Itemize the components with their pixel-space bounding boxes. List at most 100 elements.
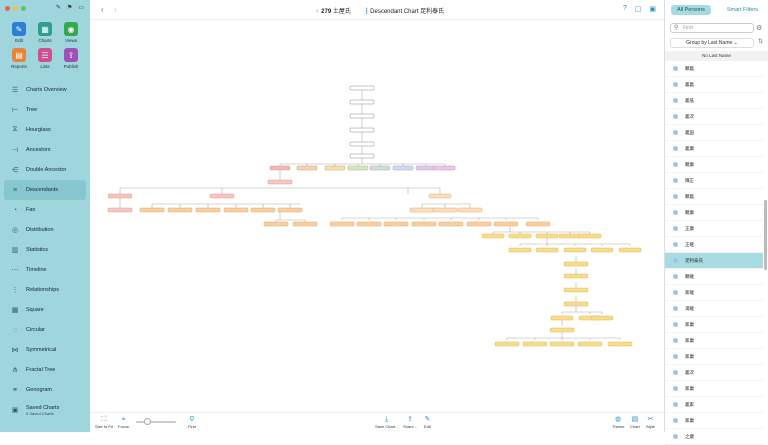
person-box[interactable] [392,165,414,171]
person-box[interactable] [481,233,505,239]
persons-list-scrollbar[interactable] [764,200,767,270]
sidebar-item-double-ancestor[interactable]: ⋲Double Ancestor [4,160,86,180]
person-row[interactable]: 義次 [665,365,763,381]
person-row[interactable]: 家継 [665,285,763,301]
back-button[interactable]: ‹ [101,5,104,14]
person-box[interactable] [329,221,355,227]
tool-views[interactable]: ◉Views [58,22,84,43]
sidebar-right-toggle-button[interactable]: ▣ [649,6,656,13]
person-box[interactable] [466,221,492,227]
person-box[interactable] [508,247,532,253]
person-box[interactable] [349,113,375,119]
gear-icon[interactable]: ⚙ [756,25,763,32]
person-row[interactable]: 義次 [665,109,763,125]
person-box[interactable] [139,207,165,213]
person-box[interactable] [434,165,456,171]
help-button[interactable]: ? [622,5,627,12]
person-box[interactable] [607,341,633,347]
person-box[interactable] [356,221,382,227]
sidebar-item-descendants[interactable]: ≡Descendants [4,180,86,200]
minimize-window-button[interactable] [13,6,18,11]
person-row[interactable]: 輝正 [665,173,763,189]
person-row[interactable]: 家康 [665,413,763,429]
person-row[interactable]: 正康 [665,221,763,237]
person-row[interactable]: 義義 [665,77,763,93]
close-window-button[interactable] [5,6,10,11]
person-row[interactable]: 頼康 [665,157,763,173]
descendant-chart[interactable] [90,20,664,412]
person-row[interactable]: 家康 [665,349,763,365]
zoom-slider-knob[interactable] [144,418,151,425]
person-box[interactable] [209,193,235,199]
person-box[interactable] [277,207,303,213]
person-box[interactable] [428,193,452,199]
person-box[interactable] [409,207,435,213]
sidebar-item-hourglass[interactable]: ⧖Hourglass [4,120,86,140]
chart-canvas[interactable] [90,20,664,412]
person-box[interactable] [590,247,614,253]
person-row[interactable]: 足利泰氏 [665,253,763,269]
person-count[interactable]: ♀ 279 土屋氏 [315,9,351,15]
sidebar-item-relationships[interactable]: ⋮Relationships [4,280,86,300]
sidebar-item-ancestors[interactable]: ⊣Ancestors [4,140,86,160]
person-box[interactable] [590,315,614,321]
person-box[interactable] [508,233,532,239]
person-box[interactable] [324,165,346,171]
zoom-slider[interactable] [136,418,176,425]
person-box[interactable] [296,165,318,171]
chart-settings-button[interactable]: ▤ Chart [630,415,640,429]
tool-reports[interactable]: ▤Reports [6,48,32,69]
person-box[interactable] [263,221,289,227]
person-box[interactable] [107,193,133,199]
share-button[interactable]: ⇪ Share... [403,415,417,429]
person-box[interactable] [432,207,458,213]
person-box[interactable] [618,247,642,253]
person-box[interactable] [415,165,437,171]
sidebar-item-distribution[interactable]: ◎Distribution [4,220,86,240]
person-box[interactable] [525,221,551,227]
theme-button[interactable]: ◍ Theme [612,415,624,429]
window-button[interactable]: ▢ [634,6,642,13]
sort-icon[interactable]: ⇅ [758,39,764,45]
person-box[interactable] [347,165,369,171]
person-row[interactable]: 頼康 [665,205,763,221]
person-box[interactable] [522,341,548,347]
forward-button[interactable]: › [114,5,117,14]
focus-button[interactable]: ⌖ Focus [118,415,129,429]
person-box[interactable] [349,153,375,159]
tool-charts[interactable]: ▦Charts [32,22,58,43]
sidebar-item-square[interactable]: ▦Square [4,300,86,320]
person-box[interactable] [563,247,587,253]
person-box[interactable] [107,207,133,213]
sidebar-item-charts-overview[interactable]: ☰Charts Overview [4,80,86,100]
person-box[interactable] [563,301,589,307]
person-box[interactable] [558,233,582,239]
save-chart-button[interactable]: ⤓ Save Chart... [375,415,398,429]
person-box[interactable] [250,207,276,213]
size-to-fit-button[interactable]: ⛶ Size to Fit [95,415,113,429]
sidebar-item-circular[interactable]: ◌Circular [4,320,86,340]
person-box[interactable] [563,261,589,267]
person-box[interactable] [493,221,519,227]
bookmark-icon[interactable]: ⚑ [67,5,73,11]
sidebar-item-timeline[interactable]: ⋯Timeline [4,260,86,280]
person-box[interactable] [383,221,409,227]
person-box[interactable] [195,207,221,213]
person-box[interactable] [411,221,437,227]
person-box[interactable] [223,207,249,213]
person-box[interactable] [563,287,589,293]
person-box[interactable] [267,179,293,185]
person-box[interactable] [494,341,520,347]
person-box[interactable] [167,207,193,213]
person-row[interactable]: 頼義 [665,189,763,205]
person-row[interactable]: 義低 [665,93,763,109]
person-box[interactable] [549,341,575,347]
person-row[interactable]: 家康 [665,333,763,349]
person-row[interactable]: 正継 [665,237,763,253]
sidebar-toggle-icon[interactable]: ▭ [78,5,85,11]
sidebar-item-statistics[interactable]: ▥Statistics [4,240,86,260]
person-box[interactable] [577,341,603,347]
person-box[interactable] [549,327,575,333]
style-button[interactable]: ✂ Style [646,415,655,429]
